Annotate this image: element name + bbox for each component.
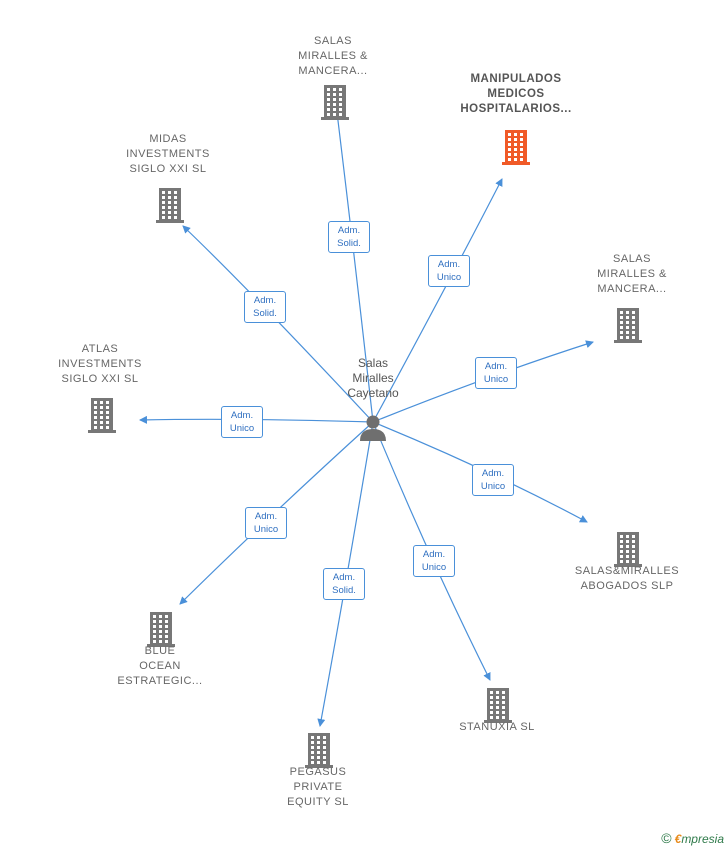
building-icon-salas-top[interactable] bbox=[321, 85, 349, 120]
edge-label-abogados[interactable]: Adm. Unico bbox=[472, 464, 514, 496]
edge-label-midas[interactable]: Adm. Solid. bbox=[244, 291, 286, 323]
building-icon-midas[interactable] bbox=[156, 188, 184, 223]
empresia-logo: €mpresia bbox=[674, 832, 724, 846]
edge-line-manipulados bbox=[372, 178, 503, 423]
edge-label-salas-top[interactable]: Adm. Solid. bbox=[328, 221, 370, 253]
company-name-pegasus[interactable]: PEGASUS PRIVATE EQUITY SL bbox=[287, 766, 349, 808]
company-name-abogados[interactable]: SALAS&MIRALLES ABOGADOS SLP bbox=[574, 565, 680, 592]
building-icon-abogados[interactable] bbox=[614, 532, 642, 567]
edge-line-salas-top bbox=[331, 95, 374, 423]
company-name-midas[interactable]: MIDAS INVESTMENTS SIGLO XXI SL bbox=[126, 133, 210, 175]
center-person-name[interactable]: Salas Miralles Cayetano bbox=[347, 356, 399, 400]
edge-label-atlas[interactable]: Adm. Unico bbox=[221, 406, 263, 438]
edge-label-pegasus[interactable]: Adm. Solid. bbox=[323, 568, 365, 600]
building-icon-manipulados[interactable] bbox=[502, 130, 530, 165]
edge-label-manipulados[interactable]: Adm. Unico bbox=[428, 255, 470, 287]
building-icon-salas-right[interactable] bbox=[614, 308, 642, 343]
edge-label-stanuxia[interactable]: Adm. Unico bbox=[413, 545, 455, 577]
building-icon-stanuxia[interactable] bbox=[484, 688, 512, 723]
footer-brand: ©€mpresia bbox=[661, 830, 724, 846]
copyright-symbol: © bbox=[661, 830, 672, 846]
company-name-stanuxia[interactable]: STANUXIA SL bbox=[459, 721, 535, 733]
company-name-salas-top[interactable]: SALAS MIRALLES & MANCERA... bbox=[298, 35, 368, 77]
building-icon-blue-ocean[interactable] bbox=[147, 612, 175, 647]
company-name-blue-ocean[interactable]: BLUE OCEAN ESTRATEGIC... bbox=[117, 645, 203, 687]
building-icon-atlas[interactable] bbox=[88, 398, 116, 433]
edge-label-salas-right[interactable]: Adm. Unico bbox=[475, 357, 517, 389]
edge-label-blue-ocean[interactable]: Adm. Unico bbox=[245, 507, 287, 539]
company-name-atlas[interactable]: ATLAS INVESTMENTS SIGLO XXI SL bbox=[58, 343, 142, 385]
company-name-manipulados[interactable]: MANIPULADOS MEDICOS HOSPITALARIOS... bbox=[460, 73, 572, 115]
building-icon-pegasus[interactable] bbox=[305, 733, 333, 768]
person-icon[interactable] bbox=[360, 415, 386, 442]
company-name-salas-right[interactable]: SALAS MIRALLES & MANCERA... bbox=[597, 253, 667, 295]
